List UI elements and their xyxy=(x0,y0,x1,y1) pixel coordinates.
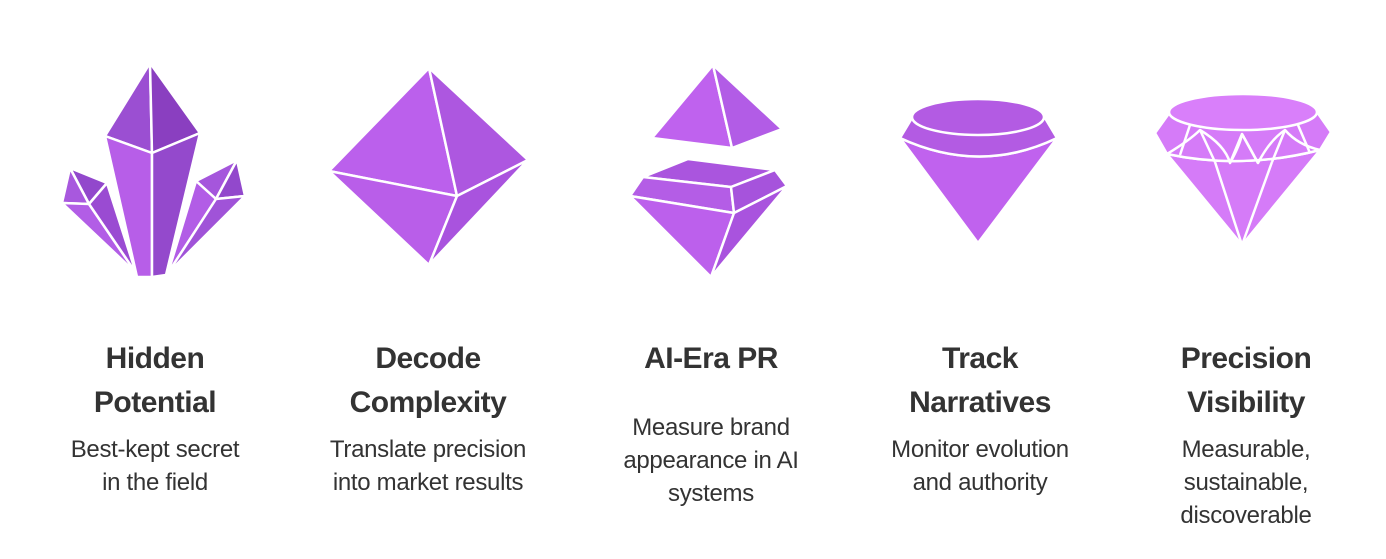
title-line: AI-Era PR xyxy=(644,342,778,375)
item-description: Best-kept secret in the field xyxy=(20,433,290,499)
item-title: Track Narratives xyxy=(845,337,1115,425)
desc-line: appearance in AI xyxy=(623,447,799,474)
item-description: Monitor evolution and authority xyxy=(845,433,1115,499)
item-title: AI-Era PR xyxy=(576,337,846,381)
desc-line: discoverable xyxy=(1180,502,1312,529)
item-hidden-potential: Hidden Potential Best-kept secret in the… xyxy=(20,337,290,499)
item-title: Decode Complexity xyxy=(293,337,563,425)
item-title: Hidden Potential xyxy=(20,337,290,425)
desc-line: Measurable, xyxy=(1181,436,1311,463)
diamond-icon xyxy=(1153,92,1333,247)
item-description: Translate precision into market results xyxy=(293,433,563,499)
desc-line: and authority xyxy=(912,469,1048,496)
item-description: Measure brand appearance in AI systems xyxy=(576,411,846,510)
title-line: Hidden xyxy=(105,342,205,375)
desc-line: Measure brand xyxy=(632,414,790,441)
title-line: Decode xyxy=(375,342,481,375)
crystal-cluster-icon xyxy=(60,61,247,279)
title-line: Narratives xyxy=(909,386,1051,419)
item-description: Measurable, sustainable, discoverable xyxy=(1111,433,1381,532)
cone-gem-icon xyxy=(898,97,1059,245)
item-precision-visibility: Precision Visibility Measurable, sustain… xyxy=(1111,337,1381,532)
desc-line: sustainable, xyxy=(1183,469,1309,496)
title-line: Track xyxy=(942,342,1018,375)
desc-line: systems xyxy=(668,480,754,507)
item-ai-era-pr: AI-Era PR Measure brand appearance in AI… xyxy=(576,337,846,510)
title-line: Precision xyxy=(1180,342,1312,375)
split-gem-icon xyxy=(628,63,789,279)
item-title: Precision Visibility xyxy=(1111,337,1381,425)
title-line: Potential xyxy=(93,386,217,419)
item-track-narratives: Track Narratives Monitor evolution and a… xyxy=(845,337,1115,499)
gem-icons-row xyxy=(60,61,1333,279)
desc-line: Translate precision xyxy=(329,436,527,463)
item-decode-complexity: Decode Complexity Translate precision in… xyxy=(293,337,563,499)
desc-line: in the field xyxy=(102,469,208,496)
desc-line: Best-kept secret xyxy=(70,436,240,463)
octahedron-gem-icon xyxy=(327,66,530,267)
title-line: Visibility xyxy=(1187,386,1305,419)
title-line: Complexity xyxy=(349,386,507,419)
desc-line: into market results xyxy=(332,469,524,496)
desc-line: Monitor evolution xyxy=(891,436,1069,463)
